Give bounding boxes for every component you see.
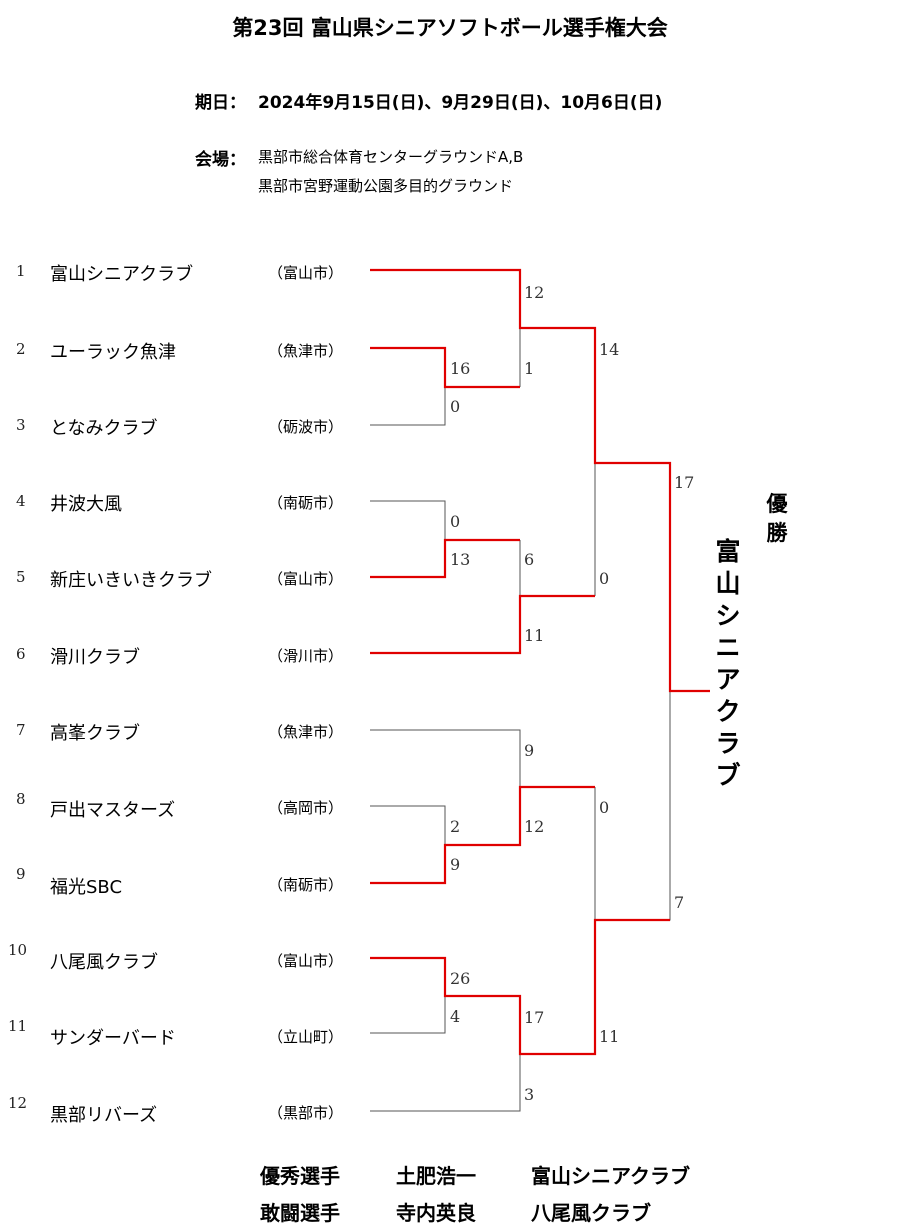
team-city: （砺波市） <box>268 418 344 436</box>
team-name: 戸出マスターズ <box>50 800 176 821</box>
team-seed: 8 <box>16 790 26 808</box>
score-qf4-bottom: 3 <box>524 1085 535 1104</box>
team-city: （立山町） <box>268 1028 344 1046</box>
bracket-line-team4 <box>370 500 446 540</box>
date-value: 2024年9月15日(日)、9月29日(日)、10月6日(日) <box>258 93 663 113</box>
team-city: （黒部市） <box>268 1104 344 1122</box>
champion-label: 優勝 <box>766 492 788 545</box>
score-sf2-top: 0 <box>599 798 610 817</box>
score-r1-m3-bottom: 9 <box>450 855 461 874</box>
score-final-top: 17 <box>674 473 695 492</box>
venue-label: 会場： <box>195 150 246 170</box>
page-title: 第23回 富山県シニアソフトボール選手権大会 <box>232 16 668 40</box>
score-qf3-bottom: 12 <box>524 817 545 836</box>
team-name: となみクラブ <box>50 418 158 439</box>
score-r1-m2-bottom: 13 <box>450 550 471 569</box>
team-seed: 7 <box>16 721 26 739</box>
team-name: 新庄いきいきクラブ <box>50 570 212 591</box>
score-qf1-top: 12 <box>524 283 545 302</box>
team-seed: 2 <box>16 340 26 358</box>
score-r1-m2-top: 0 <box>450 512 461 531</box>
date-label: 期日： <box>195 93 246 113</box>
team-name: 福光SBC <box>50 877 123 898</box>
winner-path-champion <box>370 268 710 693</box>
team-seed: 10 <box>8 941 28 959</box>
score-sf1-bottom: 0 <box>599 569 610 588</box>
team-city: （富山市） <box>268 570 344 588</box>
score-r1-m1-top: 16 <box>450 359 471 378</box>
venue-line-1: 黒部市総合体育センターグラウンドA,B <box>258 148 524 166</box>
winner-path-team10 <box>370 918 670 1056</box>
team-seed: 9 <box>16 865 26 883</box>
award-player: 土肥浩一 <box>396 1164 476 1188</box>
team-seed: 11 <box>8 1017 28 1035</box>
team-name: 黒部リバーズ <box>50 1105 158 1126</box>
team-city: （魚津市） <box>268 723 344 741</box>
score-qf3-top: 9 <box>524 741 535 760</box>
team-seed: 12 <box>8 1094 28 1112</box>
score-qf2-bottom: 11 <box>524 626 545 645</box>
score-qf1-bottom: 1 <box>524 359 535 378</box>
team-name: ユーラック魚津 <box>50 342 176 363</box>
bracket-line-team7 <box>370 729 521 787</box>
score-r1-m1-bottom: 0 <box>450 397 461 416</box>
venue-line-2: 黒部市宮野運動公園多目的グラウンド <box>258 177 514 195</box>
bracket-line-team3 <box>370 387 446 426</box>
award-player: 寺内英良 <box>396 1201 476 1225</box>
award-title: 敢闘選手 <box>260 1201 340 1225</box>
team-city: （魚津市） <box>268 342 344 360</box>
team-name: 八尾風クラブ <box>50 952 158 973</box>
score-qf4-top: 17 <box>524 1008 545 1027</box>
team-name: 滑川クラブ <box>50 647 140 668</box>
team-name: 高峯クラブ <box>50 723 140 744</box>
winner-path-team9 <box>370 785 595 885</box>
winner-path-team6 <box>370 594 595 655</box>
bracket-line-team11 <box>370 996 446 1034</box>
team-city: （滑川市） <box>268 647 344 665</box>
team-name: サンダーバード <box>50 1028 176 1049</box>
team-seed: 3 <box>16 416 26 434</box>
team-seed: 6 <box>16 645 26 663</box>
team-city: （高岡市） <box>268 799 344 817</box>
team-city: （南砺市） <box>268 494 344 512</box>
score-sf2-bottom: 11 <box>599 1027 620 1046</box>
award-team: 富山シニアクラブ <box>531 1164 690 1188</box>
award-title: 優秀選手 <box>260 1164 340 1188</box>
score-sf1-top: 14 <box>599 340 620 359</box>
score-r1-m4-top: 26 <box>450 969 471 988</box>
team-seed: 4 <box>16 492 26 510</box>
score-r1-m4-bottom: 4 <box>450 1007 461 1026</box>
champion-name: 富山シニアクラブ <box>715 537 741 790</box>
team-name: 富山シニアクラブ <box>50 264 194 285</box>
score-qf2-top: 6 <box>524 550 535 569</box>
team-seed: 5 <box>16 568 26 586</box>
team-city: （富山市） <box>268 952 344 970</box>
bracket-line-team12 <box>370 1054 521 1112</box>
award-team: 八尾風クラブ <box>531 1201 651 1225</box>
score-r1-m3-top: 2 <box>450 817 461 836</box>
team-seed: 1 <box>16 262 26 280</box>
score-final-bottom: 7 <box>674 893 685 912</box>
winner-path-team5 <box>370 538 520 579</box>
team-name: 井波大風 <box>50 494 122 515</box>
team-city: （富山市） <box>268 264 344 282</box>
winner-path-team2 <box>370 346 520 389</box>
bracket-line-team8 <box>370 805 446 845</box>
team-city: （南砺市） <box>268 876 344 894</box>
